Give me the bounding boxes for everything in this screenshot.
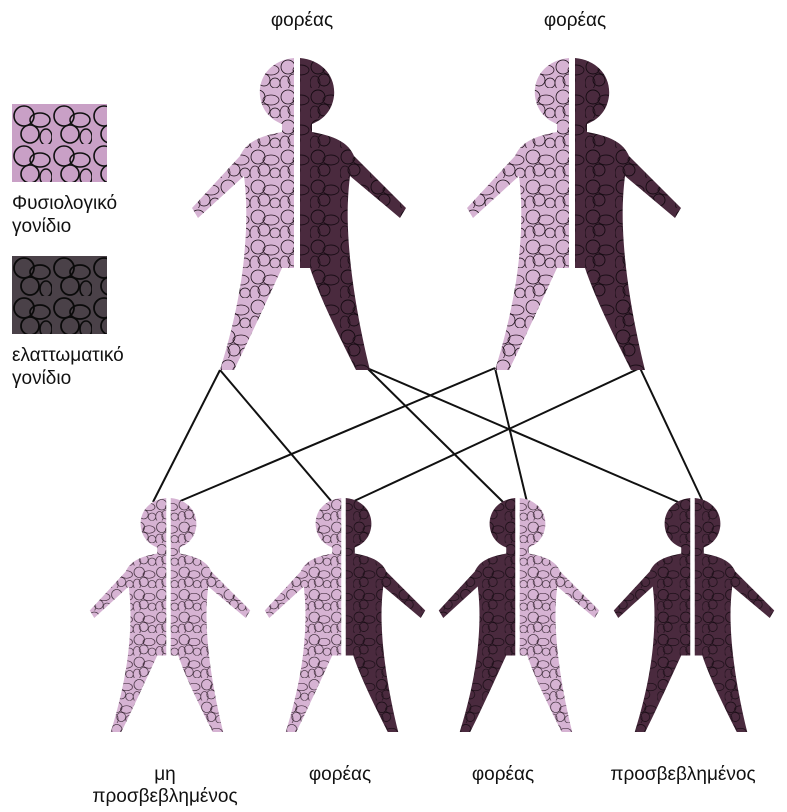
right-half-normal <box>520 498 600 732</box>
child-figure-1 <box>88 498 252 738</box>
child-figure-2 <box>263 498 427 738</box>
child-2-label: φορέας <box>270 764 410 786</box>
child-4-label: προσβεβλημένος <box>585 764 781 786</box>
left-half-defective <box>439 498 516 732</box>
child-figure-4 <box>612 498 776 738</box>
parent-2-label: φορέας <box>505 10 645 32</box>
right-half-defective <box>575 58 681 370</box>
left-half-normal <box>265 498 342 732</box>
left-half-defective <box>614 498 691 732</box>
line-p2-right-to-c2 <box>352 368 640 502</box>
right-half-defective <box>695 498 775 732</box>
right-half-normal <box>171 498 251 732</box>
line-p1-right-to-c3 <box>367 368 503 502</box>
child-figure-3 <box>437 498 601 738</box>
legend-defective-line2: γονίδιο <box>12 367 124 390</box>
legend-swatch-defective <box>12 256 107 334</box>
left-half-normal <box>467 58 569 370</box>
child-1-label-line1: μη <box>60 764 270 786</box>
line-p1-left-to-c2 <box>220 370 332 502</box>
left-half-normal <box>90 498 167 732</box>
line-p1-left-to-c1 <box>153 370 220 502</box>
left-half-normal <box>192 58 294 370</box>
right-half-defective <box>346 498 426 732</box>
legend-swatch-normal <box>12 104 107 182</box>
parent-figure-1 <box>190 58 408 378</box>
line-p2-right-to-c4 <box>640 368 703 502</box>
line-p2-left-to-c1 <box>178 368 495 502</box>
child-3-label: φορέας <box>433 764 573 786</box>
legend-normal-line2: γονίδιο <box>12 215 117 238</box>
legend-defective-line1: ελαττωματικό <box>12 344 124 367</box>
parent-figure-2 <box>465 58 683 378</box>
legend-normal-line1: Φυσιολογικό <box>12 192 117 215</box>
legend-defective-label: ελαττωματικό γονίδιο <box>12 344 124 390</box>
legend-normal-label: Φυσιολογικό γονίδιο <box>12 192 117 238</box>
parent-1-label: φορέας <box>232 10 372 32</box>
right-half-defective <box>300 58 406 370</box>
child-1-label: μη προσβεβλημένος <box>60 764 270 808</box>
child-1-label-line2: προσβεβλημένος <box>60 786 270 808</box>
